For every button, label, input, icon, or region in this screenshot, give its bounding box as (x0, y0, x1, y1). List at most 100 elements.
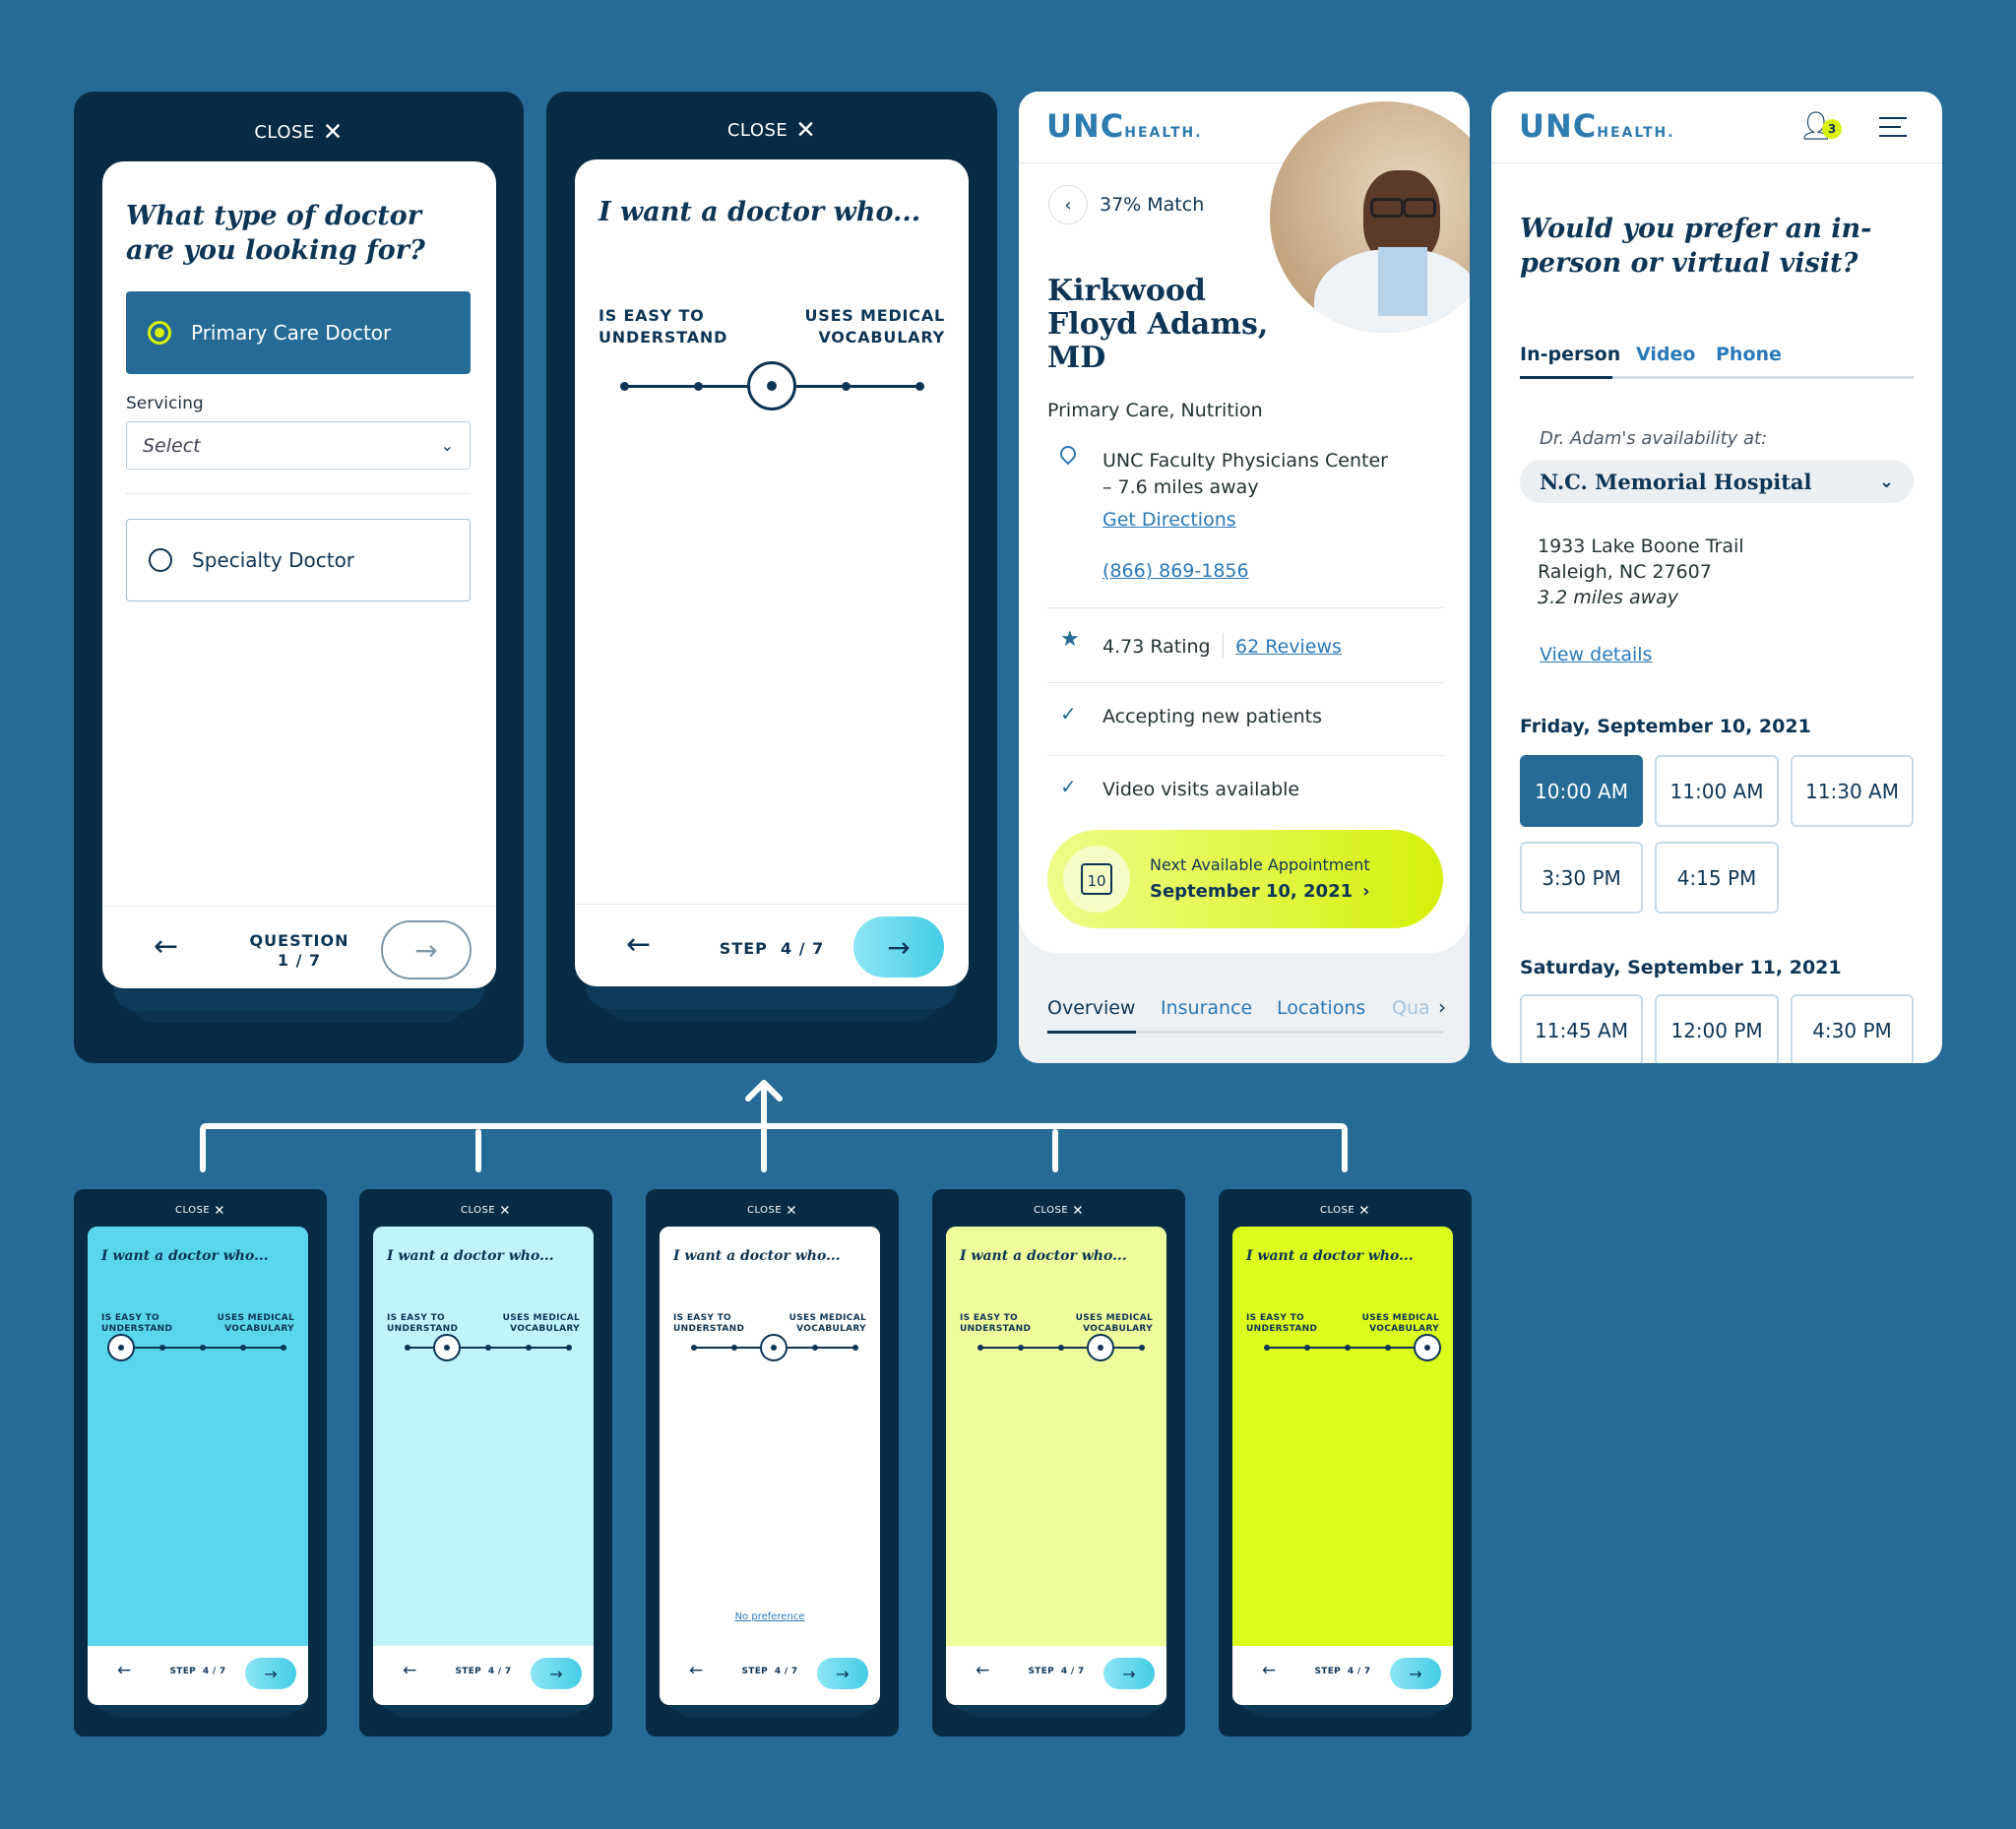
slider-tick (915, 382, 924, 391)
variant-step-counter: STEP 4 / 7 (1314, 1667, 1371, 1676)
close-button[interactable]: CLOSE ✕ (74, 117, 524, 146)
divider (1047, 755, 1443, 756)
hospital-select[interactable]: N.C. Memorial Hospital ⌄ (1520, 460, 1914, 503)
tab-qualifications[interactable]: Quali (1392, 997, 1431, 1019)
connector-arrow (745, 1080, 783, 1172)
close-label: CLOSE (726, 120, 788, 141)
back-arrow-icon[interactable]: ← (154, 929, 179, 964)
time-slot-button[interactable]: 12:00 PM (1655, 994, 1779, 1063)
close-button[interactable]: CLOSE✕ (359, 1203, 612, 1219)
chevron-left-icon: ‹ (1064, 194, 1072, 216)
slider-tick (1018, 1345, 1024, 1351)
left-label: IS EASY TO UNDERSTAND (598, 306, 728, 347)
back-arrow-icon[interactable]: ← (626, 927, 652, 962)
close-button[interactable]: CLOSE✕ (546, 115, 997, 144)
next-button[interactable]: → (853, 916, 944, 978)
close-icon: ✕ (322, 117, 344, 146)
servicing-label: Servicing (126, 394, 204, 413)
variant-card-body (946, 1227, 1166, 1646)
back-arrow-icon[interactable]: ← (976, 1661, 990, 1680)
appointment-date: September 10, 2021› (1150, 881, 1370, 902)
close-button[interactable]: CLOSE✕ (932, 1203, 1185, 1219)
back-arrow-icon[interactable]: ← (689, 1661, 704, 1680)
preference-slider[interactable] (620, 356, 924, 415)
question-card: What type of doctor are you looking for?… (102, 161, 496, 988)
slider-handle[interactable] (107, 1334, 135, 1361)
right-label: USES MEDICAL VOCABULARY (804, 306, 945, 347)
card-stack-shadow (113, 987, 484, 1011)
question-title: What type of doctor are you looking for? (126, 201, 425, 266)
slider-handle[interactable] (1087, 1334, 1114, 1361)
tab-overview[interactable]: Overview (1047, 997, 1136, 1019)
tab-locations[interactable]: Locations (1277, 997, 1366, 1019)
back-arrow-icon[interactable]: ← (117, 1661, 132, 1680)
slider-handle[interactable] (747, 361, 796, 410)
close-label: CLOSE (254, 122, 315, 143)
no-preference-link[interactable]: No preference (734, 1611, 805, 1622)
menu-icon[interactable] (1879, 117, 1907, 137)
time-slot-button[interactable]: 10:00 AM (1520, 755, 1643, 827)
address-line-2: Raleigh, NC 27607 (1538, 561, 1712, 583)
next-appointment-button[interactable]: 10 Next Available Appointment September … (1047, 830, 1443, 928)
time-slot-button[interactable]: 11:00 AM (1655, 755, 1779, 827)
doctor-profile-screen: UNCHEALTH. 👤︎ 3 ‹ 37% Match Kirkwood Flo… (1019, 92, 1470, 1063)
back-arrow-icon[interactable]: ← (403, 1661, 417, 1680)
get-directions-link[interactable]: Get Directions (1102, 509, 1236, 531)
close-button[interactable]: CLOSE✕ (1219, 1203, 1472, 1219)
variant-slider[interactable] (373, 1333, 594, 1362)
variant-slider[interactable] (660, 1333, 880, 1362)
option-specialty[interactable]: Specialty Doctor (126, 519, 471, 601)
option-primary-care[interactable]: Primary Care Doctor (126, 291, 471, 374)
calendar-icon: 10 (1081, 863, 1112, 895)
slider-tick (1264, 1345, 1270, 1351)
back-button[interactable]: ‹ (1048, 185, 1088, 224)
slider-handle[interactable] (1414, 1334, 1441, 1361)
close-label: CLOSE (460, 1205, 496, 1216)
slider-handle[interactable] (433, 1334, 461, 1361)
variant-slider[interactable] (1232, 1333, 1453, 1362)
tab-phone[interactable]: Phone (1716, 344, 1782, 365)
variant-title: I want a doctor who... (960, 1248, 1127, 1264)
slider-tick (1385, 1345, 1391, 1351)
slider-handle[interactable] (760, 1334, 788, 1361)
time-slot-button[interactable]: 3:30 PM (1520, 842, 1643, 914)
time-slot-button[interactable]: 11:30 AM (1791, 755, 1914, 827)
time-slot-button[interactable]: 4:15 PM (1655, 842, 1779, 914)
close-button[interactable]: CLOSE✕ (646, 1203, 899, 1219)
tab-insurance[interactable]: Insurance (1161, 997, 1253, 1019)
close-button[interactable]: CLOSE✕ (74, 1203, 327, 1219)
servicing-select[interactable]: Select ⌄ (126, 421, 471, 470)
back-arrow-icon[interactable]: ← (1262, 1661, 1277, 1680)
availability-label: Dr. Adam's availability at: (1540, 428, 1768, 449)
close-label: CLOSE (1033, 1205, 1069, 1216)
tab-video[interactable]: Video (1636, 344, 1696, 365)
variant-slider[interactable] (946, 1333, 1166, 1362)
tab-in-person[interactable]: In-person (1520, 344, 1621, 365)
next-button[interactable]: → (531, 1658, 582, 1689)
account-button[interactable]: 👤︎ 3 (1798, 109, 1842, 142)
next-button[interactable]: → (245, 1658, 296, 1689)
connector-diagram (200, 1080, 1348, 1172)
next-button[interactable]: → (1390, 1658, 1441, 1689)
time-slot-button[interactable]: 11:45 AM (1520, 994, 1643, 1063)
chevron-right-icon[interactable]: › (1438, 995, 1446, 1019)
next-button[interactable]: → (817, 1658, 868, 1689)
phone-link[interactable]: (866) 869-1856 (1102, 560, 1249, 582)
day-heading-1: Friday, September 10, 2021 (1520, 716, 1811, 737)
slider-tick (620, 382, 629, 391)
select-placeholder: Select (143, 434, 201, 457)
divider (1047, 682, 1443, 683)
view-details-link[interactable]: View details (1540, 644, 1653, 665)
variant-phone: CLOSE✕ I want a doctor who... IS EASY TO… (74, 1189, 327, 1736)
next-button[interactable]: → (1103, 1658, 1155, 1689)
reviews-link[interactable]: 62 Reviews (1235, 636, 1342, 658)
radio-unselected-icon (149, 548, 172, 572)
arrow-right-icon: → (887, 930, 911, 964)
variant-slider[interactable] (88, 1333, 308, 1362)
next-button[interactable]: → (381, 920, 472, 979)
time-slot-button[interactable]: 4:30 PM (1791, 994, 1914, 1063)
calendar-icon-wrap: 10 (1063, 846, 1130, 913)
